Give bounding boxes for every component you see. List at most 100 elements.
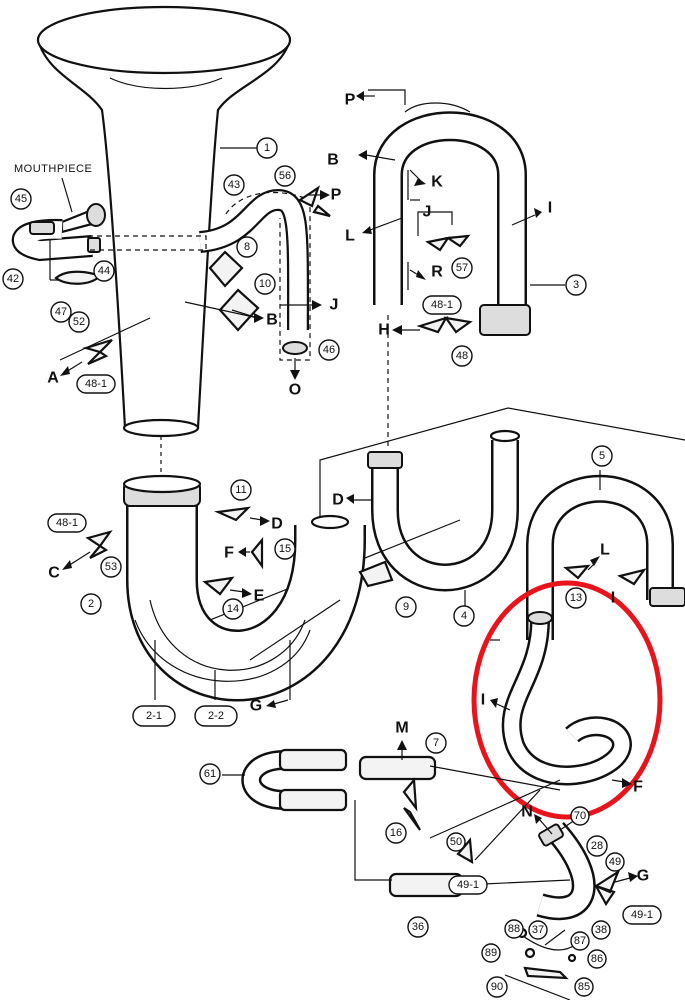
callout-28: 28 (586, 835, 608, 857)
callout-56: 56 (274, 165, 296, 187)
svg-text:13: 13 (570, 592, 582, 604)
label-L-bow: L (345, 228, 355, 245)
svg-text:85: 85 (578, 981, 590, 993)
callout-13: 13 (565, 587, 587, 609)
svg-text:2: 2 (88, 598, 94, 610)
svg-text:9: 9 (403, 601, 409, 613)
tube-part-28 (536, 821, 596, 921)
svg-text:49-1: 49-1 (631, 909, 653, 921)
svg-text:1: 1 (264, 142, 270, 154)
svg-text:44: 44 (98, 265, 110, 277)
label-O: O (289, 382, 301, 399)
svg-text:57: 57 (456, 262, 468, 274)
upper-bow-part-3 (373, 102, 531, 336)
label-N: N (521, 804, 533, 821)
svg-text:53: 53 (105, 561, 117, 573)
svg-text:50: 50 (450, 836, 462, 848)
callout-49: 49 (605, 852, 625, 872)
svg-text:28: 28 (591, 840, 603, 852)
svg-text:8: 8 (244, 241, 250, 253)
svg-text:16: 16 (390, 827, 402, 839)
callout-37: 37 (528, 920, 548, 940)
callout-86: 86 (587, 949, 607, 969)
svg-text:3: 3 (573, 279, 579, 291)
label-B-bow: B (327, 152, 339, 169)
callout-36: 36 (407, 916, 429, 938)
label-F-bow: F (224, 545, 234, 562)
svg-text:48: 48 (456, 350, 468, 362)
callout-48-1-left: 48-1 (47, 513, 87, 533)
svg-text:15: 15 (279, 543, 291, 555)
callout-3: 3 (565, 274, 587, 296)
callout-8: 8 (236, 236, 258, 258)
svg-text:90: 90 (491, 981, 503, 993)
red-highlight-circle (471, 580, 663, 820)
label-I-upper: I (548, 200, 552, 217)
mouthpiece-label: MOUTHPIECE (14, 163, 92, 175)
label-B-bell: B (266, 312, 278, 329)
svg-text:48-1: 48-1 (431, 299, 453, 311)
callout-87: 87 (570, 931, 590, 951)
svg-text:2-2: 2-2 (208, 710, 224, 722)
callout-5: 5 (591, 445, 613, 467)
svg-text:11: 11 (235, 484, 246, 496)
svg-text:45: 45 (15, 193, 27, 205)
label-I-right: I (611, 590, 615, 607)
callout-38: 38 (591, 920, 611, 940)
label-P-bow: P (345, 92, 356, 109)
callout-4: 4 (453, 605, 475, 627)
svg-text:36: 36 (412, 921, 424, 933)
svg-text:4: 4 (461, 610, 467, 622)
svg-text:46: 46 (323, 344, 335, 356)
callout-2: 2 (80, 593, 102, 615)
callout-52: 52 (68, 311, 90, 333)
callout-47: 47 (50, 301, 72, 323)
svg-text:56: 56 (279, 170, 291, 182)
label-D-bow: D (271, 516, 283, 533)
svg-text:37: 37 (532, 924, 544, 936)
callout-45: 45 (10, 188, 32, 210)
callout-85: 85 (574, 977, 594, 997)
bottom-bow-part-2 (122, 474, 366, 702)
svg-text:38: 38 (595, 924, 607, 936)
label-G-bow: G (250, 698, 262, 715)
label-H: H (378, 322, 390, 339)
svg-text:52: 52 (73, 316, 85, 328)
callout-42: 42 (2, 268, 24, 290)
label-D-middle: D (332, 492, 344, 509)
svg-text:5: 5 (599, 450, 605, 462)
callout-48-1-top: 48-1 (422, 295, 462, 315)
svg-text:49: 49 (609, 856, 621, 868)
callout-11: 11 (230, 479, 252, 501)
label-G-lower: G (637, 868, 649, 885)
callout-89: 89 (481, 943, 501, 963)
svg-text:89: 89 (485, 947, 497, 959)
callout-44: 44 (93, 260, 115, 282)
middle-bow-part-4 (367, 429, 521, 592)
callout-14: 14 (222, 598, 244, 620)
svg-text:43: 43 (228, 179, 240, 191)
svg-text:2-1: 2-1 (146, 710, 162, 722)
callout-48: 48 (451, 345, 473, 367)
label-J-bow: J (423, 204, 432, 221)
callout-61: 61 (199, 763, 221, 785)
callout-49-1-b: 49-1 (622, 905, 662, 925)
svg-text:7: 7 (433, 737, 439, 749)
svg-text:48-1: 48-1 (56, 517, 78, 529)
bow-part-5 (526, 474, 685, 640)
label-J-bell: J (330, 297, 339, 314)
label-M: M (395, 720, 408, 737)
label-E: E (254, 588, 265, 605)
label-P-bell: P (331, 187, 342, 204)
callout-88: 88 (504, 919, 524, 939)
callout-90: 90 (486, 976, 508, 998)
label-C: C (48, 565, 60, 582)
svg-text:61: 61 (204, 768, 216, 780)
crook-part-highlighted (501, 611, 633, 786)
svg-text:88: 88 (508, 923, 520, 935)
svg-text:86: 86 (591, 953, 603, 965)
label-A: A (47, 370, 59, 387)
callout-49-1-a: 49-1 (448, 875, 488, 895)
bell-part (36, 5, 292, 438)
